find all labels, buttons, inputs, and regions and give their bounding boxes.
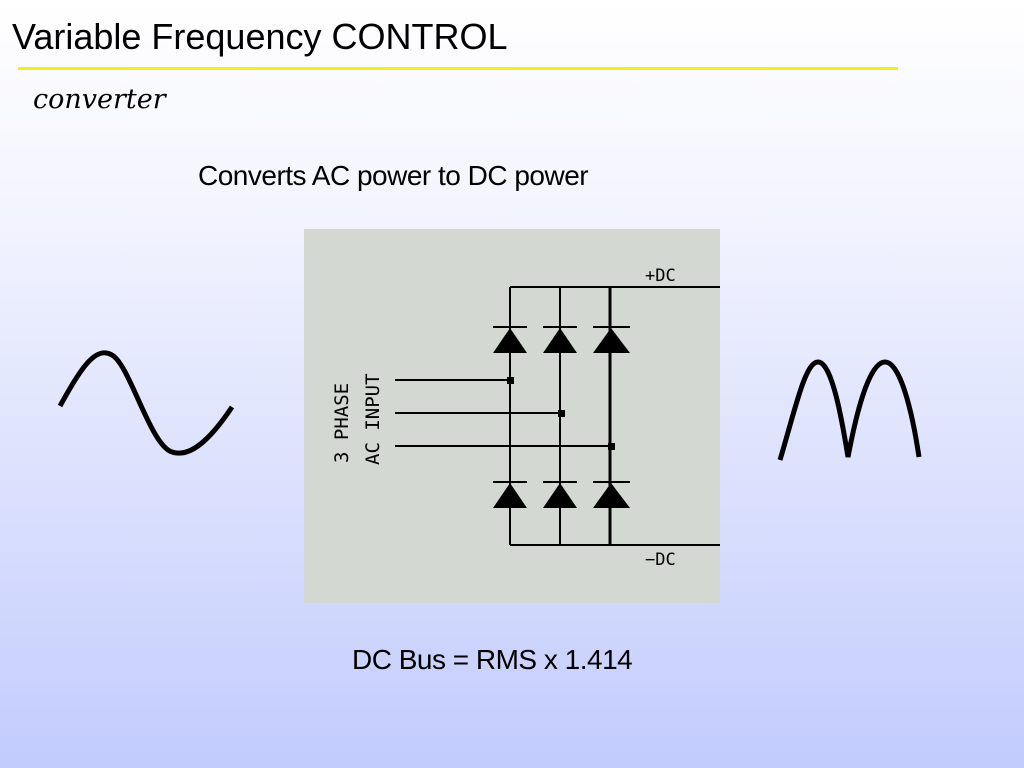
input-label-phase: 3 PHASE — [331, 383, 353, 463]
rectifier-circuit: +DC −DC 3 PHASE AC INPUT — [304, 229, 720, 603]
rectified-wave-icon — [777, 359, 922, 461]
ac-sine-wave-icon — [57, 350, 235, 456]
slide-subtitle: converter — [33, 84, 166, 115]
input-label-ac: AC INPUT — [362, 373, 384, 465]
title-underline — [18, 67, 898, 70]
slide-title: Variable Frequency CONTROL — [12, 16, 508, 57]
plus-dc-label: +DC — [645, 266, 676, 286]
description-text: Converts AC power to DC power — [198, 160, 589, 191]
dc-bus-formula: DC Bus = RMS x 1.414 — [352, 644, 633, 675]
minus-dc-label: −DC — [645, 550, 676, 570]
